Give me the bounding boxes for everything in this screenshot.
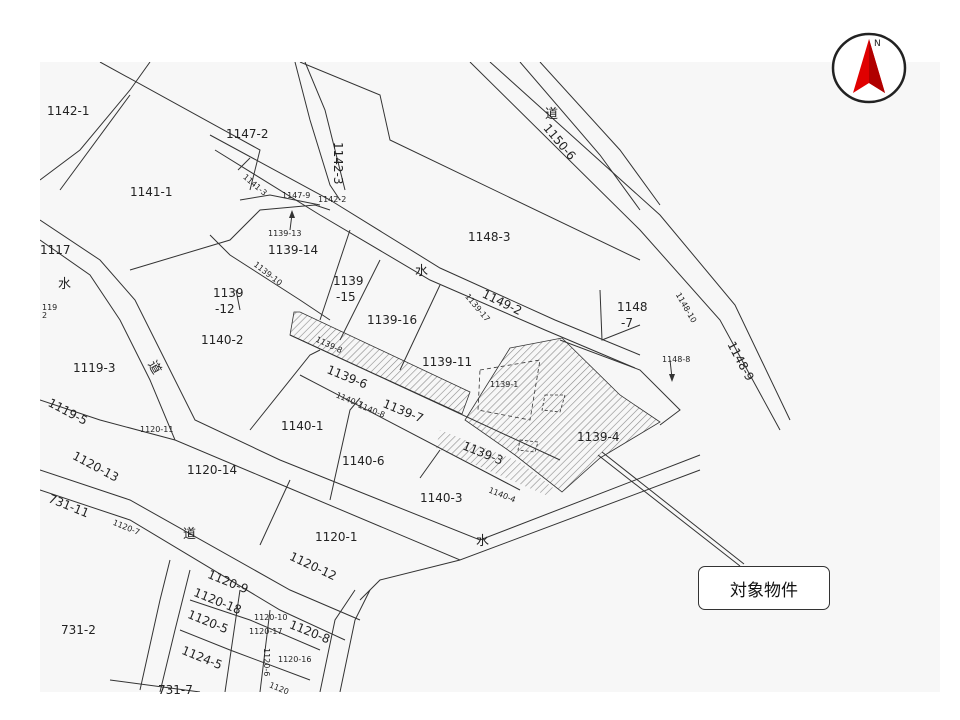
target-property-callout: 対象物件 (698, 566, 830, 610)
lot-label: 119 (42, 303, 57, 312)
lot-label: 1119-5 (46, 396, 90, 428)
lot-label: 1140-3 (420, 491, 463, 505)
lot-label: 1150-6 (541, 121, 579, 163)
lot-label: -15 (336, 290, 356, 304)
lot-label: -7 (621, 316, 633, 330)
lot-label: 1120-11 (140, 425, 173, 434)
target-property-label: 対象物件 (730, 580, 798, 601)
lot-label: 1120-12 (287, 549, 338, 583)
lot-label: 1139-11 (422, 355, 472, 369)
lot-label: 1141-3 (241, 172, 268, 197)
lot-label: 2 (42, 311, 47, 320)
lot-label: 1139-1 (490, 380, 518, 389)
lot-label: 1139-14 (268, 243, 318, 257)
lot-label: 1147-9 (282, 191, 310, 200)
lot-label: 1140-4 (487, 486, 517, 505)
lot-label: 1120-16 (278, 655, 311, 664)
lot-label: 1120-8 (287, 617, 332, 646)
lot-label: 1139-16 (367, 313, 417, 327)
lot-labels: 1142-1 1147-2 1142-3 1150-6 1141-1 1141-… (40, 104, 757, 697)
target-parcel-1139-4 (464, 337, 661, 493)
lot-label: 1120-7 (111, 518, 141, 537)
lot-label: 1120-13 (70, 449, 121, 485)
lot-label: 1140-2 (201, 333, 244, 347)
lot-label: 1148-10 (674, 291, 699, 324)
lot-label: 1124-5 (180, 643, 225, 672)
lot-label: 1120-6 (262, 648, 271, 676)
lot-label: 1139 (333, 274, 364, 288)
lot-label: 1148-9 (724, 339, 756, 383)
callout-leader (597, 454, 741, 567)
north-compass-icon: N (831, 32, 907, 104)
lot-label: 1141-1 (130, 185, 173, 199)
lot-label: 1142-2 (318, 195, 346, 204)
lot-label: 1117 (40, 243, 71, 257)
lot-label: 1139 (213, 286, 244, 300)
lot-label: 1148 (617, 300, 648, 314)
lot-label: 1140-1 (281, 419, 324, 433)
lot-label: 1120 (268, 681, 290, 697)
lot-label: 1148-3 (468, 230, 511, 244)
lot-label: 1119-3 (73, 361, 116, 375)
lot-label: 1140-6 (342, 454, 385, 468)
lot-label: 1142-1 (47, 104, 90, 118)
lot-label: 1147-2 (226, 127, 269, 141)
water-label: 水 (58, 277, 71, 292)
target-strip-1139-3 (436, 430, 556, 496)
road-label: 道 (545, 107, 558, 122)
parcel-boundaries (40, 62, 791, 692)
lot-label: 1142-3 (331, 142, 345, 185)
road-label: 道 (183, 527, 196, 542)
lot-label: 731-11 (46, 491, 91, 520)
water-label: 水 (415, 264, 428, 279)
target-strip-1139-8 (289, 311, 471, 415)
lot-label: 1120-17 (249, 627, 282, 636)
lot-label: 1139-13 (268, 229, 301, 238)
lot-label: 1148-8 (662, 355, 690, 364)
lot-label: 731-2 (61, 623, 96, 637)
water-label: 水 (476, 534, 489, 549)
lot-label: 1139-10 (252, 260, 284, 288)
lot-label: 1120-1 (315, 530, 358, 544)
lot-label: 1120-10 (254, 613, 287, 622)
lot-label: 731-7 (158, 683, 193, 697)
lot-label: 1140-8 (357, 401, 387, 420)
lot-label: -12 (215, 302, 235, 316)
lot-label: 1120-14 (187, 463, 237, 477)
road-label: 道 (144, 358, 163, 377)
north-mark: N (874, 39, 881, 49)
lot-label: 1139-4 (577, 430, 620, 444)
